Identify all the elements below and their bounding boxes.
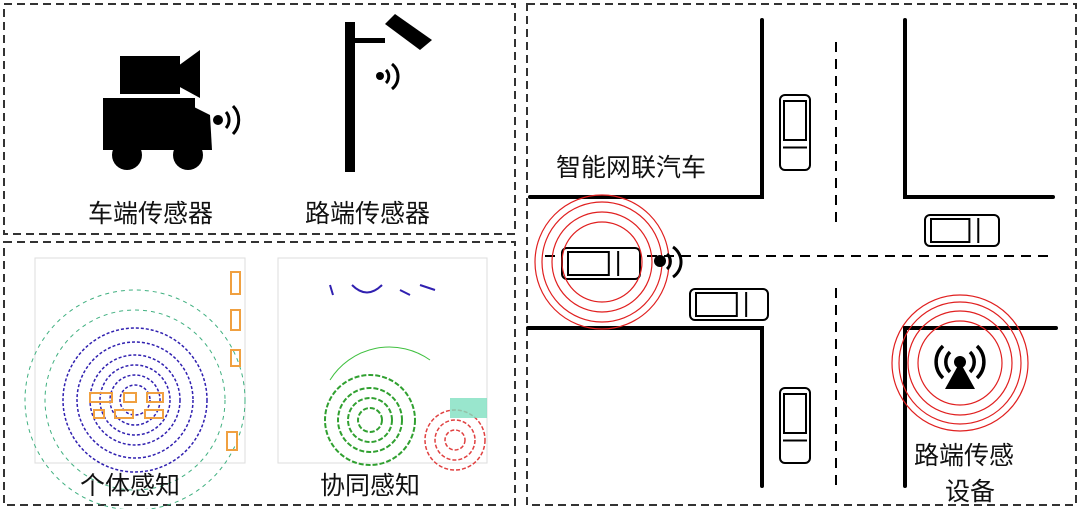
scene-panel — [526, 3, 1077, 506]
rsu-antenna-icon — [934, 344, 986, 389]
cooperative-perception-label: 协同感知 — [320, 471, 421, 500]
truck-sensor-icon — [103, 50, 241, 170]
cooperative-perception-image — [277, 257, 488, 471]
cav-label: 智能网联汽车 — [556, 153, 707, 182]
perception-panel — [3, 241, 516, 506]
rsu-signal-rings — [891, 294, 1029, 432]
rsu-label-line2: 设备 — [945, 477, 996, 506]
roadside-camera-icon — [345, 14, 432, 172]
rsu-label-line1: 路端传感 — [914, 441, 1015, 470]
car-icon — [779, 94, 811, 171]
roadside-sensor-label: 路端传感器 — [305, 199, 431, 228]
car-icon — [924, 214, 1000, 247]
car-icon — [779, 387, 811, 464]
sensor-panel — [3, 3, 516, 235]
road-edges — [526, 18, 1058, 488]
lane-markings — [545, 42, 1050, 490]
car-icon — [689, 288, 769, 321]
individual-perception-label: 个体感知 — [80, 471, 181, 500]
vehicle-sensor-label: 车端传感器 — [88, 199, 214, 228]
car-icon — [561, 247, 641, 280]
cav-signal-icon — [654, 245, 683, 279]
individual-perception-image — [24, 257, 246, 509]
